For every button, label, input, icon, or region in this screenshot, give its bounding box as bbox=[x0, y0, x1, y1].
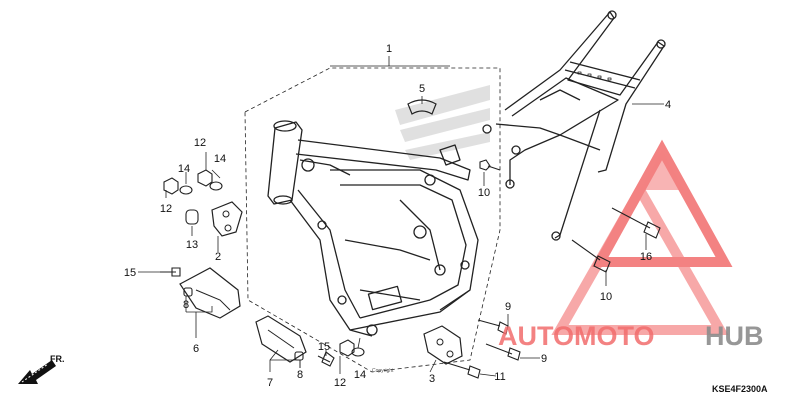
watermark-text: AUTOMOTO HUB bbox=[498, 321, 764, 351]
part-5-clip bbox=[407, 99, 437, 115]
leader-lines bbox=[138, 56, 664, 377]
main-frame bbox=[267, 120, 479, 337]
watermark-part1: AUTOMOTO bbox=[498, 321, 655, 351]
honda-wing-mark bbox=[395, 85, 490, 160]
diagram-code: KSE4F2300A bbox=[712, 384, 768, 394]
callout-1: 1 bbox=[386, 43, 392, 55]
assembly-boundary bbox=[244, 67, 501, 373]
front-label: FR. bbox=[50, 354, 65, 364]
callout-5: 5 bbox=[419, 83, 425, 95]
callout-10-right: 10 bbox=[600, 291, 612, 303]
front-direction-arrow: FR. bbox=[18, 354, 65, 384]
callout-13: 13 bbox=[186, 239, 198, 251]
callout-3: 3 bbox=[429, 373, 435, 385]
callout-4: 4 bbox=[665, 99, 671, 111]
callout-labels: 1 2 3 4 5 6 7 8 8 9 9 10 10 11 12 12 12 … bbox=[124, 43, 671, 389]
callout-15-left: 15 bbox=[124, 267, 136, 279]
part-7-guard bbox=[255, 315, 307, 363]
callout-8-lower: 8 bbox=[297, 369, 303, 381]
callout-7: 7 bbox=[267, 377, 273, 389]
callout-6: 6 bbox=[193, 343, 199, 355]
callout-9-lower: 9 bbox=[541, 353, 547, 365]
callout-15-bottom: 15 bbox=[318, 341, 330, 353]
callout-8-upper: 8 bbox=[183, 299, 189, 311]
callout-2: 2 bbox=[215, 251, 221, 263]
callout-14-right: 14 bbox=[214, 153, 226, 165]
copyright-note: Copyright bbox=[372, 368, 394, 374]
callout-12-top: 12 bbox=[194, 137, 206, 149]
callout-16: 16 bbox=[640, 251, 652, 263]
part-2-bracket bbox=[211, 201, 243, 237]
part-6-guard bbox=[179, 267, 241, 319]
callout-9-upper: 9 bbox=[505, 301, 511, 313]
watermark-logo bbox=[551, 139, 733, 335]
callout-11: 11 bbox=[494, 371, 505, 383]
callout-14-bottom: 14 bbox=[354, 369, 366, 381]
callout-14-left: 14 bbox=[178, 163, 190, 175]
part-3-bracket bbox=[423, 325, 463, 365]
rear-subframe bbox=[482, 10, 666, 241]
callout-12-bottom: 12 bbox=[334, 377, 346, 389]
watermark-part2: HUB bbox=[705, 321, 764, 351]
callout-12-left: 12 bbox=[160, 203, 172, 215]
callout-10-left: 10 bbox=[478, 187, 490, 199]
